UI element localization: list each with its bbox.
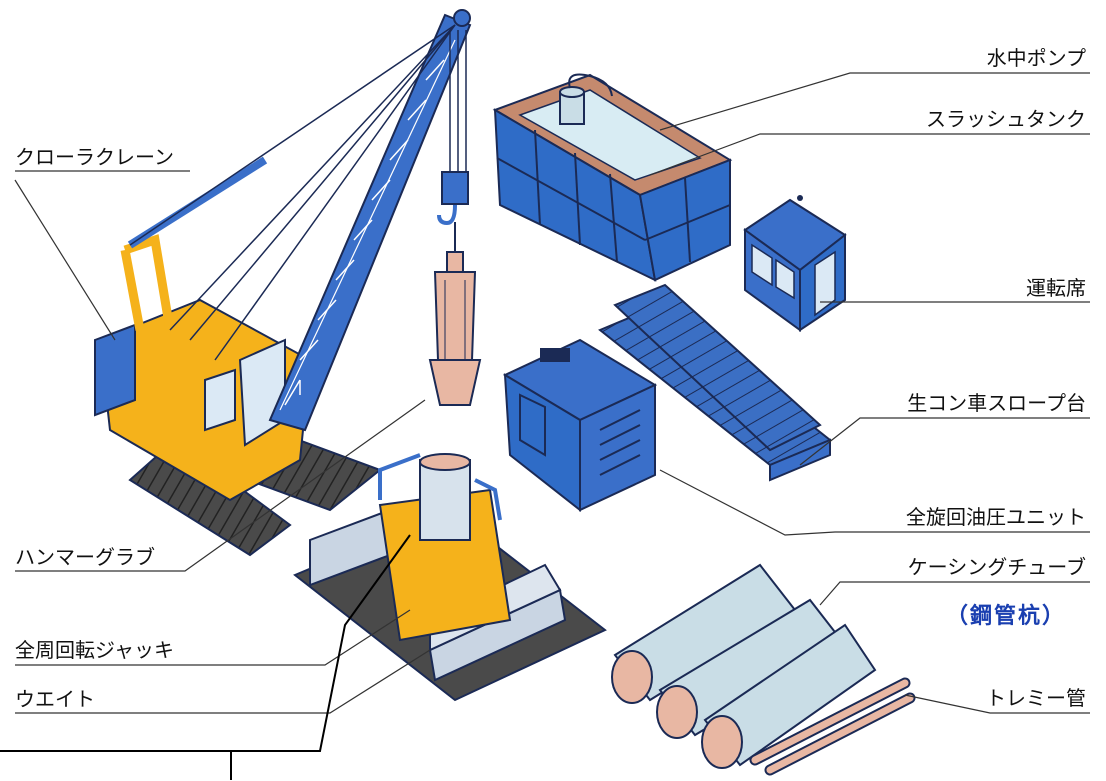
operator-cab	[743, 195, 847, 332]
crane-mast	[127, 156, 268, 249]
casing-top	[419, 459, 471, 541]
hydraulic-unit	[502, 338, 658, 513]
boom-head-sheave	[453, 9, 471, 27]
full-rotation-jack	[293, 453, 607, 702]
tremie-pipes	[749, 677, 916, 776]
label-submersible-pump: 水中ポンプ	[986, 46, 1086, 70]
casing-tubes	[611, 563, 877, 769]
crane-counterweight	[94, 323, 136, 417]
label-full-rotation-jack: 全周回転ジャッキ	[15, 638, 174, 662]
hammer-grab	[428, 251, 482, 406]
label-steel-pipe-pile: （鋼管杭）	[945, 604, 1066, 629]
label-crawler-crane: クローラクレーン	[15, 145, 174, 169]
label-casing-tube: ケーシングチューブ	[907, 555, 1086, 579]
crane-a-frame	[123, 234, 175, 331]
label-concrete-truck-slope: 生コン車スロープ台	[907, 391, 1086, 415]
submersible-pump	[559, 73, 613, 125]
label-tremie-pipe: トレミー管	[986, 686, 1086, 710]
hook	[437, 204, 457, 226]
label-slush-tank: スラッシュタンク	[926, 107, 1086, 131]
label-operator-cab: 運転席	[1026, 276, 1086, 300]
slush-tank	[492, 73, 733, 282]
hook-block	[441, 171, 469, 205]
label-weight: ウエイト	[15, 687, 95, 711]
label-hammer-grab: ハンマーグラブ	[15, 545, 155, 569]
empty-callout-box	[0, 750, 232, 780]
leader-lines	[14, 72, 1090, 752]
label-hydraulic-unit: 全旋回油圧ユニット	[906, 505, 1086, 529]
crawler-crane	[94, 9, 472, 557]
concrete-truck-slope	[598, 283, 832, 482]
crane-side-window	[204, 368, 236, 432]
jack-railing	[378, 453, 421, 500]
tank-side	[638, 158, 731, 282]
